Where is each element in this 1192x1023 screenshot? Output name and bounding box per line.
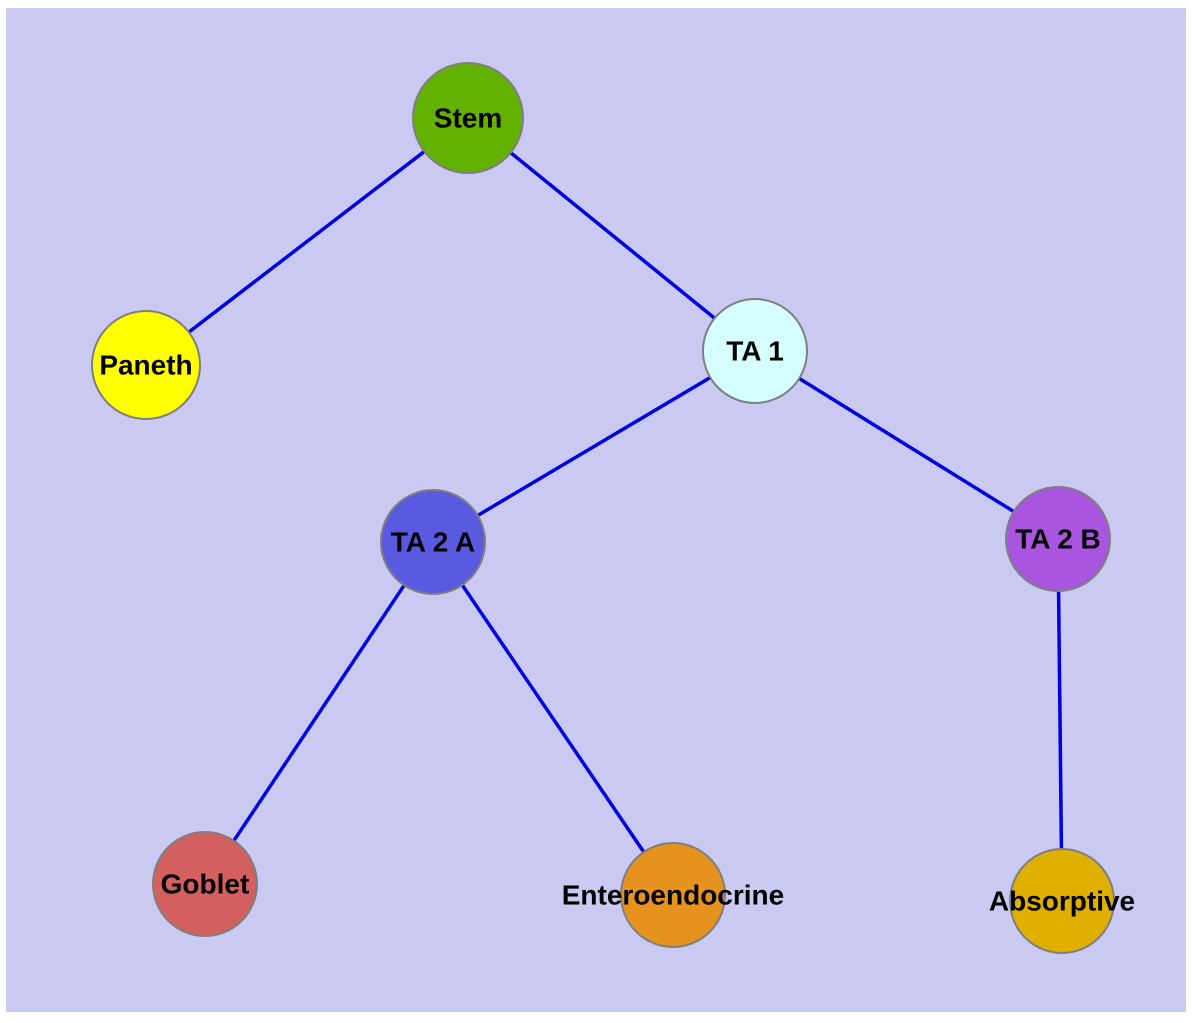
node-absorptive[interactable]: Absorptive — [989, 848, 1135, 954]
edge-stem-to-paneth — [144, 116, 470, 367]
edge-stem-to-ta-1 — [466, 116, 757, 353]
edge-ta-2-a-to-enteroendocrine — [431, 541, 675, 896]
edge-ta-1-to-ta-2-b — [754, 349, 1059, 541]
node-ta-2-a[interactable]: TA 2 A — [380, 489, 486, 595]
node-label-stem: Stem — [434, 102, 502, 133]
node-label-ta-1: TA 1 — [726, 335, 784, 366]
node-label-enteroendocrine: Enteroendocrine — [562, 879, 784, 910]
edge-ta-2-a-to-goblet — [203, 541, 435, 885]
node-circle-ta-2-b[interactable] — [1005, 486, 1111, 592]
node-ta-2-b[interactable]: TA 2 B — [1005, 486, 1111, 592]
node-circle-ta-2-a[interactable] — [380, 489, 486, 595]
node-label-paneth: Paneth — [99, 349, 192, 380]
node-circle-enteroendocrine[interactable] — [620, 842, 726, 948]
edge-ta-1-to-ta-2-a — [432, 349, 756, 544]
node-label-ta-2-b: TA 2 B — [1015, 523, 1101, 554]
node-paneth[interactable]: Paneth — [91, 310, 201, 420]
edge-ta-2-b-to-absorptive — [1056, 538, 1064, 902]
node-label-absorptive: Absorptive — [989, 885, 1135, 916]
node-circle-paneth[interactable] — [91, 310, 201, 420]
node-circle-goblet[interactable] — [152, 831, 258, 937]
node-circle-absorptive[interactable] — [1009, 848, 1115, 954]
node-circle-ta-1[interactable] — [702, 298, 808, 404]
node-circle-stem[interactable] — [412, 62, 524, 174]
node-label-goblet: Goblet — [161, 868, 250, 899]
node-label-ta-2-a: TA 2 A — [391, 526, 476, 557]
edges-layer — [144, 116, 1064, 902]
node-enteroendocrine[interactable]: Enteroendocrine — [562, 842, 784, 948]
node-goblet[interactable]: Goblet — [152, 831, 258, 937]
node-stem[interactable]: Stem — [412, 62, 524, 174]
node-ta-1[interactable]: TA 1 — [702, 298, 808, 404]
